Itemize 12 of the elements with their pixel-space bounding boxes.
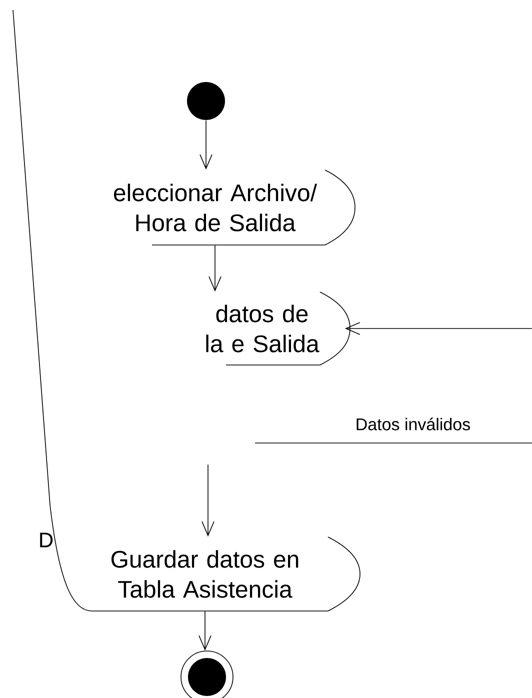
start-node bbox=[187, 82, 225, 120]
arrow bbox=[198, 611, 212, 651]
label-text: D bbox=[40, 532, 53, 548]
arrow bbox=[208, 245, 222, 292]
arrow bbox=[200, 120, 212, 170]
activity-box: eleccionar Archivo/ Hora de Salida bbox=[114, 170, 356, 246]
activity-box: Guardar datos en Tabla Asistencia bbox=[92, 536, 360, 612]
arrow bbox=[344, 322, 532, 335]
guard-label: Datos inválidos bbox=[356, 418, 470, 430]
arrow bbox=[202, 464, 214, 537]
activity-box: datos de la e Salida bbox=[206, 292, 350, 366]
end-node bbox=[180, 650, 234, 698]
